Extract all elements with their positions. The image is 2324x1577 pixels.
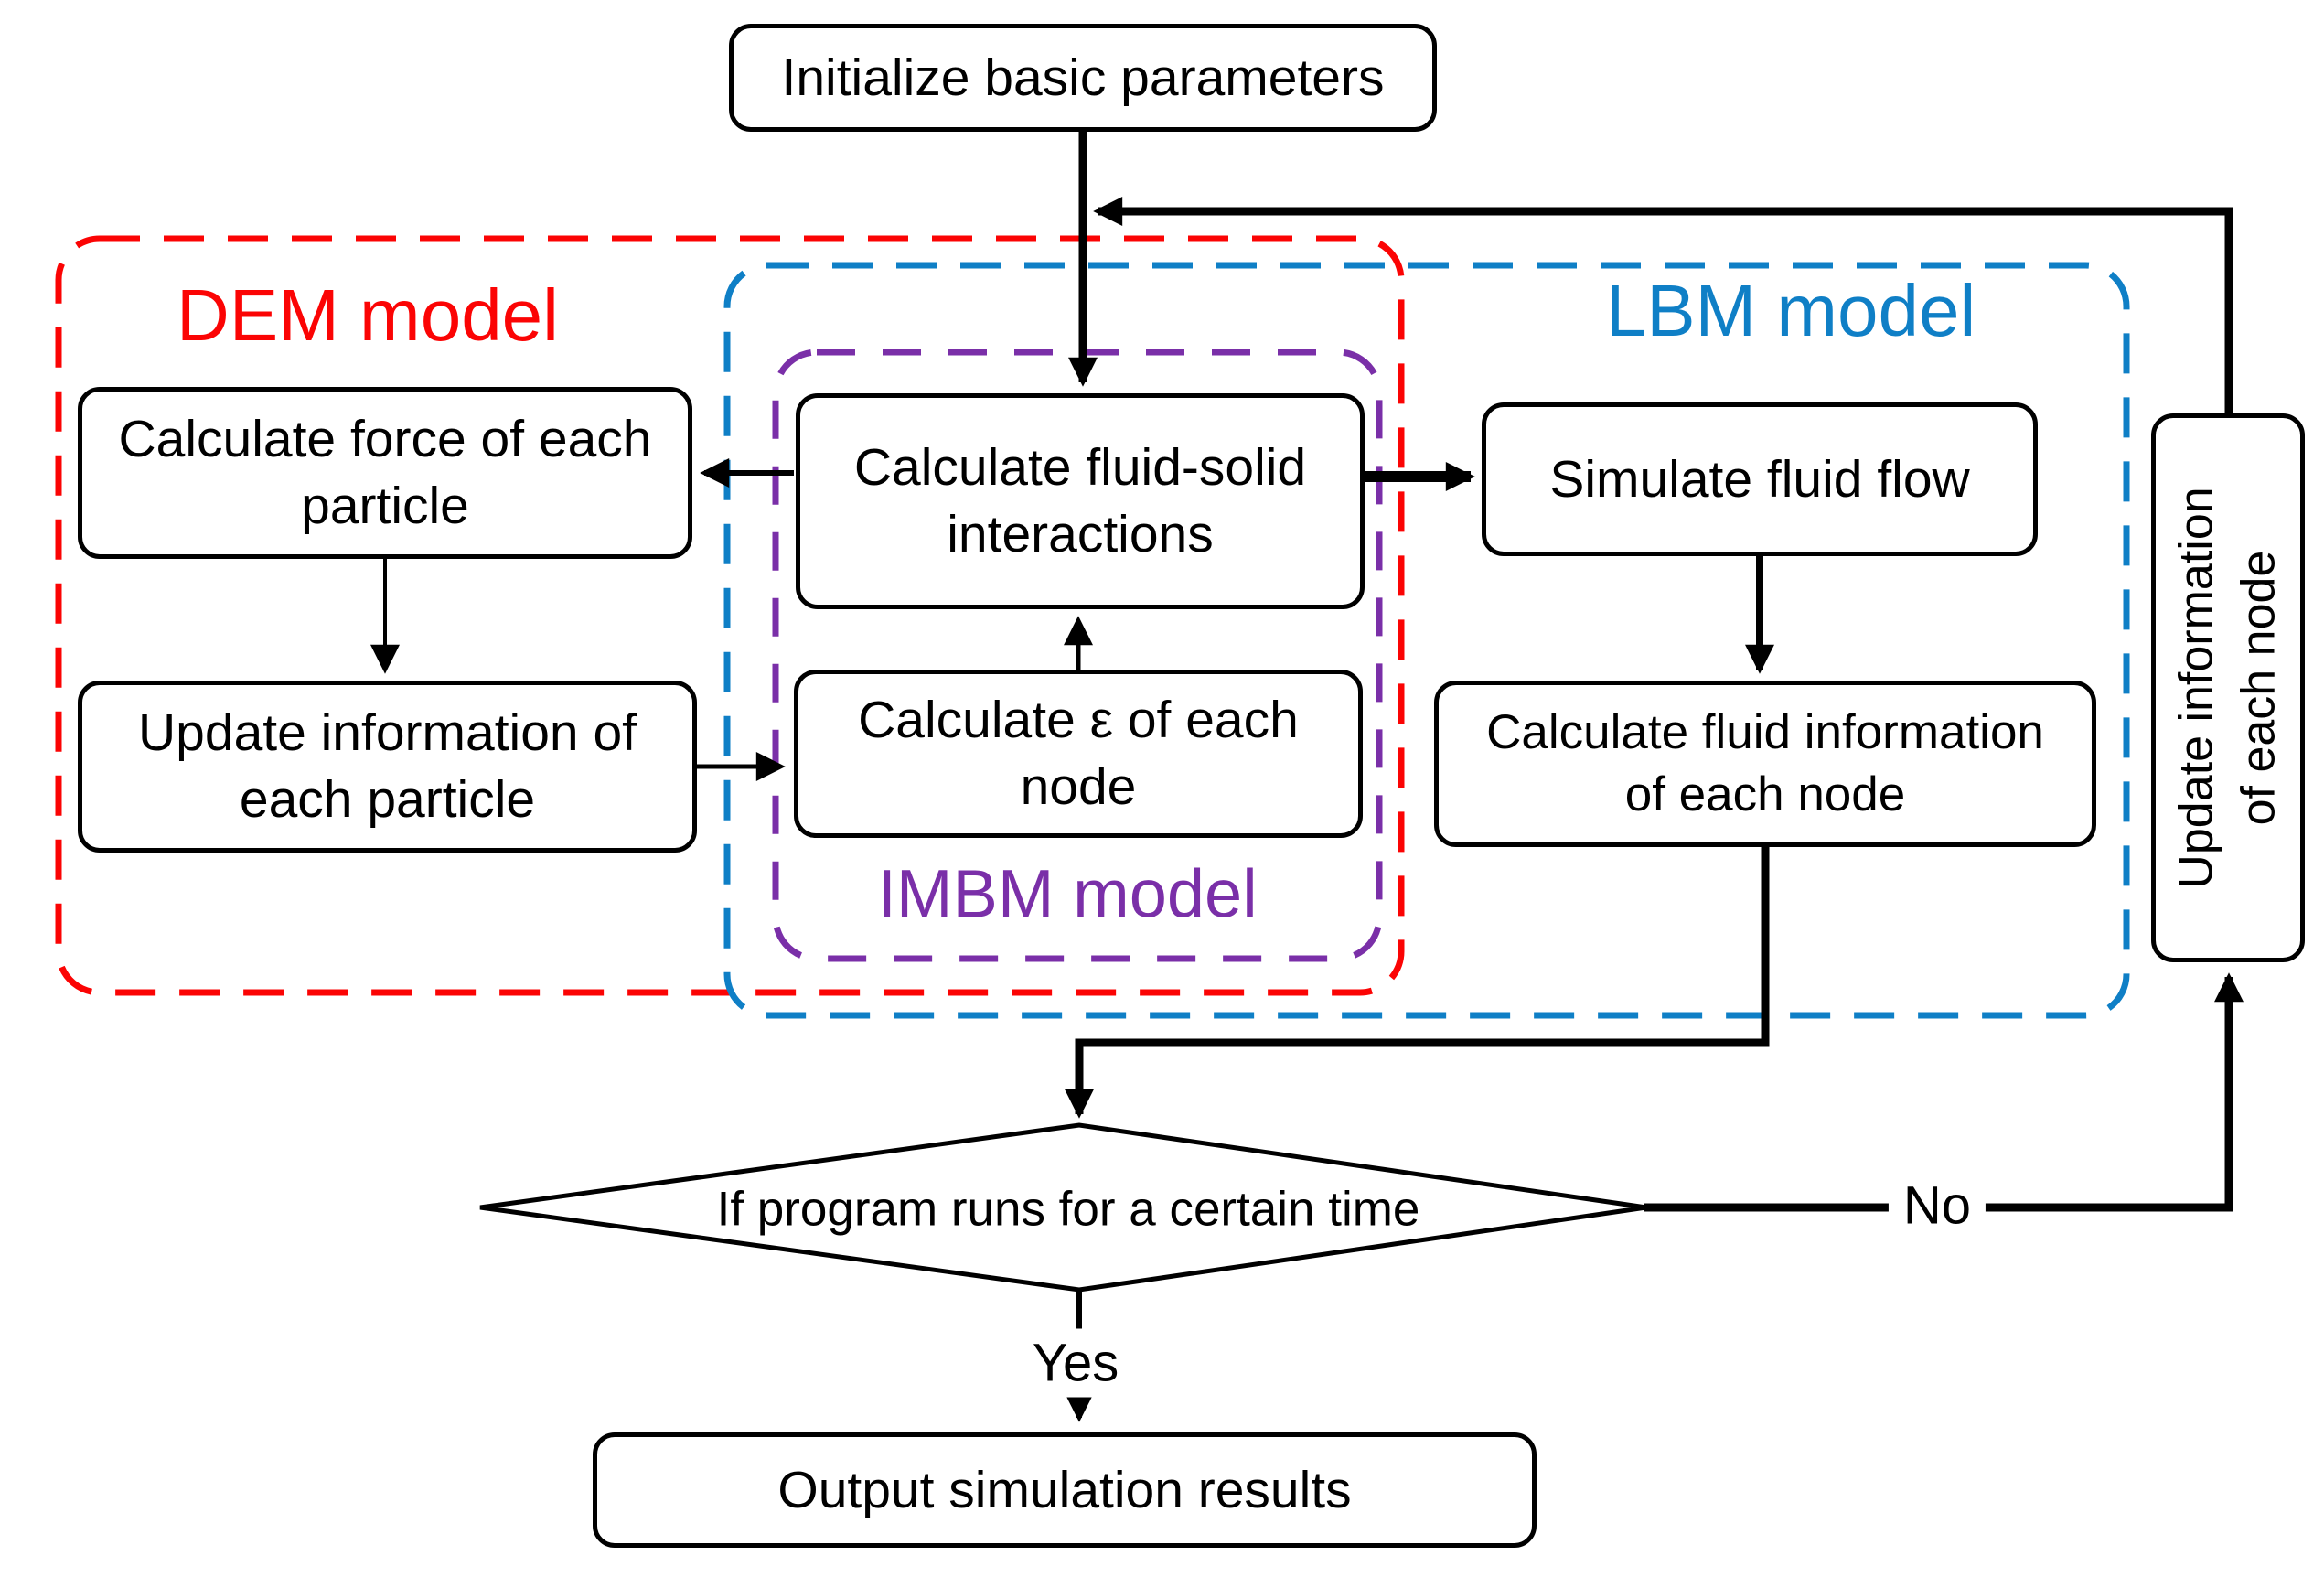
node-update-particle-label: Update information of each particle bbox=[138, 703, 637, 829]
lbm-region-label: LBM model bbox=[1605, 270, 1976, 351]
node-calc-epsilon: Calculate ε of each node bbox=[794, 670, 1363, 838]
node-simulate-flow: Simulate fluid flow bbox=[1482, 402, 2038, 556]
node-update-node: Update information of each node bbox=[2151, 413, 2305, 962]
node-fluid-info: Calculate fluid information of each node bbox=[1434, 681, 2096, 847]
node-update-particle: Update information of each particle bbox=[78, 681, 697, 853]
node-fluid-solid: Calculate fluid-solid interactions bbox=[796, 393, 1365, 609]
decision-label: If program runs for a certain time bbox=[716, 1182, 1420, 1237]
arrow-update-node-to-main-line bbox=[1093, 197, 2233, 413]
node-output-label: Output simulation results bbox=[777, 1460, 1352, 1519]
yes-branch-label: Yes bbox=[1017, 1328, 1134, 1398]
lbm-region-border bbox=[723, 262, 2130, 1019]
decision-diamond bbox=[479, 1122, 1647, 1293]
node-initialize: Initialize basic parameters bbox=[729, 24, 1437, 132]
node-initialize-label: Initialize basic parameters bbox=[781, 48, 1385, 107]
node-update-node-label: Update information of each node bbox=[2169, 487, 2285, 889]
node-calc-force-label: Calculate force of each particle bbox=[118, 410, 652, 535]
arrow-fluid-info-to-decision bbox=[1065, 847, 1770, 1119]
dem-region-label: DEM model bbox=[177, 274, 559, 356]
imbm-region-label: IMBM model bbox=[877, 855, 1258, 932]
node-output: Output simulation results bbox=[593, 1432, 1537, 1548]
node-simulate-flow-label: Simulate fluid flow bbox=[1549, 449, 1970, 509]
node-calc-force: Calculate force of each particle bbox=[78, 387, 692, 559]
arrow-decision-no-to-update-node bbox=[1644, 972, 2244, 1212]
node-calc-epsilon-label: Calculate ε of each node bbox=[858, 691, 1299, 816]
node-fluid-solid-label: Calculate fluid-solid interactions bbox=[853, 438, 1307, 563]
node-fluid-info-label: Calculate fluid information of each node bbox=[1486, 705, 2044, 821]
no-branch-label: No bbox=[1888, 1171, 1987, 1240]
